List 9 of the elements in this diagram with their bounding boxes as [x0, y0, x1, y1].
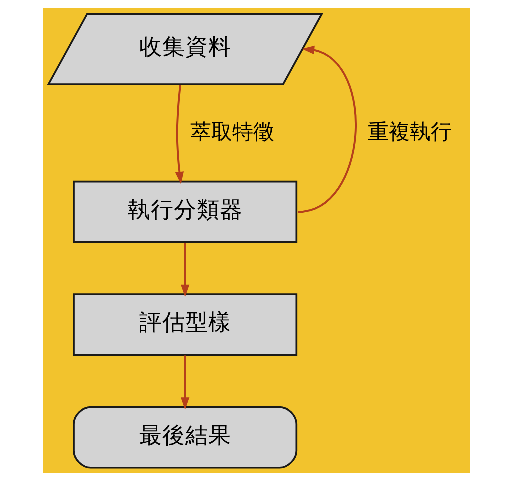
arrow — [297, 46, 356, 214]
arrow — [174, 85, 184, 184]
arrow — [180, 242, 190, 298]
node-box: 評估型樣 — [72, 294, 298, 356]
node-box: 執行分類器 — [72, 180, 298, 244]
arrow — [180, 356, 190, 410]
edge-label: 重複執行 — [367, 118, 452, 144]
node-box: 最後結果 — [72, 406, 298, 469]
edge-label: 萃取特徵 — [190, 118, 274, 144]
